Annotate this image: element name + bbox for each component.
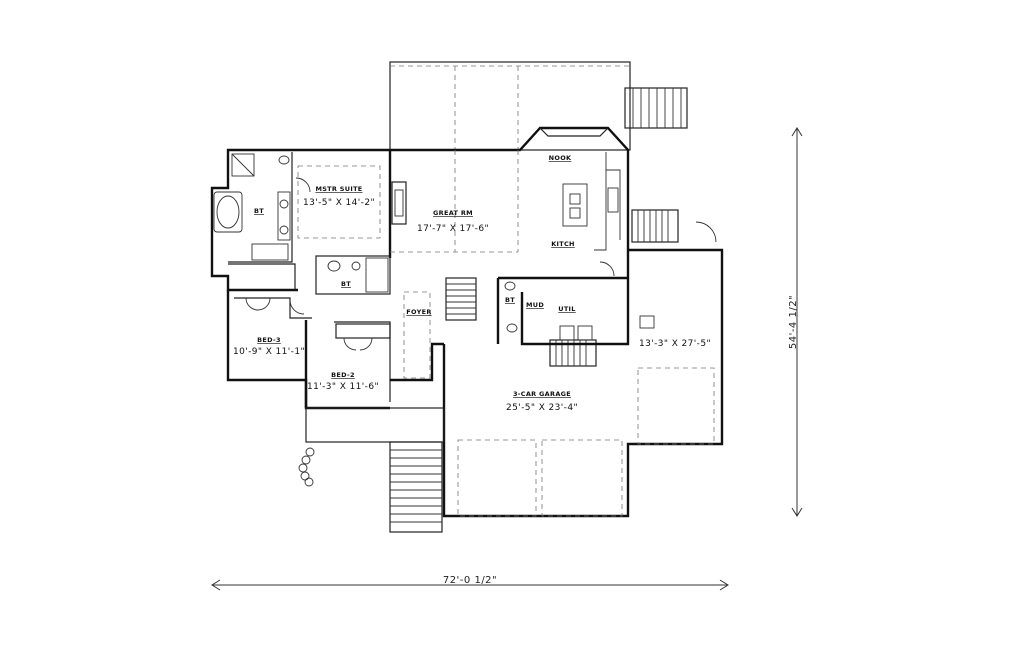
room-label-great-rm: GREAT RM bbox=[433, 209, 473, 217]
room-label-mud: MUD bbox=[526, 301, 544, 309]
master-suite-walls bbox=[210, 148, 392, 292]
room-label-kitch: KITCH bbox=[551, 240, 575, 248]
room-label-bed3: BED-3 bbox=[257, 336, 281, 344]
bed2-walls bbox=[304, 320, 391, 408]
room-label-bt-hall: BT bbox=[341, 280, 351, 288]
room-label-mstr-suite: MSTR SUITE bbox=[315, 185, 362, 193]
depth-dimension-line bbox=[791, 127, 803, 517]
interior-stairs bbox=[445, 277, 597, 367]
room-size-bed3: 10'-9" X 11'-1" bbox=[233, 347, 305, 357]
main-living-walls bbox=[390, 126, 630, 292]
foyer-walls bbox=[390, 291, 444, 382]
garage-walls bbox=[442, 209, 724, 518]
room-size-bed2: 11'-3" X 11'-6" bbox=[307, 382, 379, 392]
mud-util-walls bbox=[496, 261, 630, 346]
hall-bath bbox=[315, 255, 391, 295]
rear-patio bbox=[389, 61, 631, 151]
room-size-garage-bay: 13'-3" X 27'-5" bbox=[639, 339, 711, 349]
room-label-nook: NOOK bbox=[549, 154, 572, 162]
room-size-great-rm: 17'-7" X 17'-6" bbox=[417, 224, 489, 234]
room-label-bt-master: BT bbox=[254, 207, 264, 215]
room-label-foyer: FOYER bbox=[406, 308, 431, 316]
width-dimension-line bbox=[211, 579, 729, 591]
room-label-bed2: BED-2 bbox=[331, 371, 355, 379]
room-label-garage: 3-CAR GARAGE bbox=[513, 390, 571, 398]
front-porch bbox=[298, 407, 445, 533]
room-label-bt-mud: BT bbox=[505, 296, 515, 304]
rear-deck-stairs bbox=[624, 87, 688, 129]
overall-width-label: 72'-0 1/2" bbox=[443, 575, 497, 586]
room-size-mstr-suite: 13'-5" X 14'-2" bbox=[303, 198, 375, 208]
room-label-util: UTIL bbox=[558, 305, 575, 313]
overall-depth-label: 54'-4 1/2" bbox=[788, 295, 799, 349]
room-size-garage: 25'-5" X 23'-4" bbox=[506, 403, 578, 413]
